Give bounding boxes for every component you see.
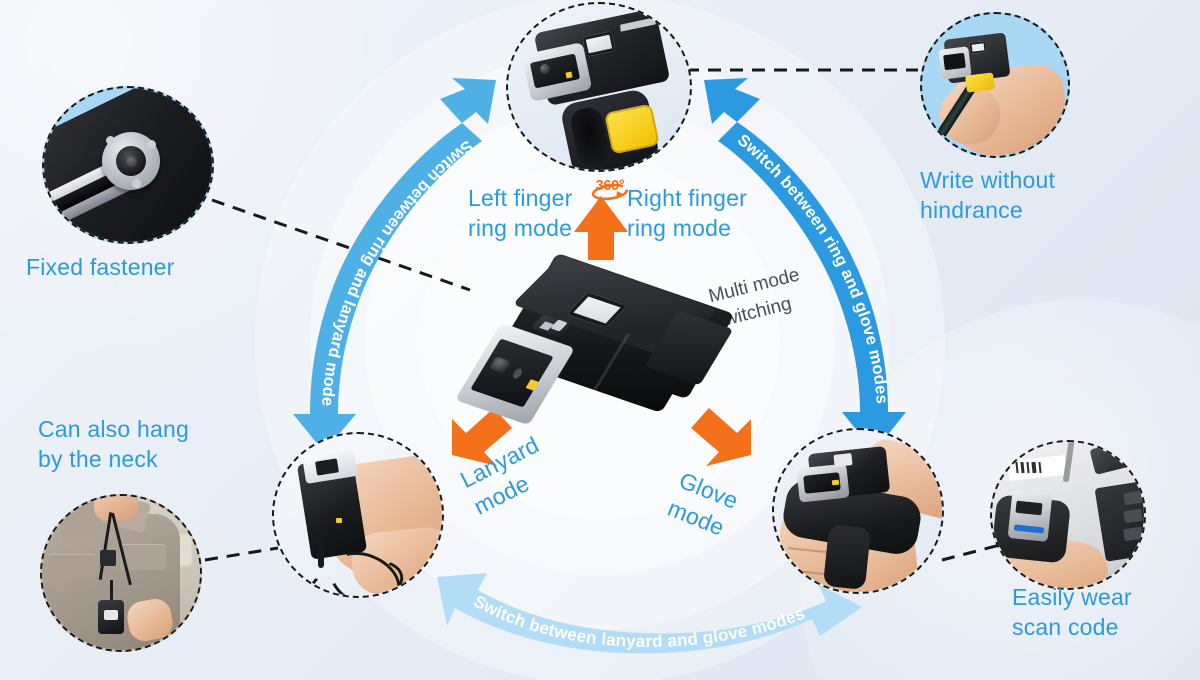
caption-easily-wear-scan-code: Easily wear scan code	[1012, 584, 1132, 641]
svg-text:Switch between ring and glove: Switch between ring and glove modes	[734, 131, 891, 405]
svg-text:Switch between lanyard and glo: Switch between lanyard and glove modes	[470, 592, 807, 651]
photo-fastener-closeup	[44, 88, 212, 242]
arc-label-lanyard-glove: Switch between lanyard and glove modes	[470, 592, 807, 651]
photo-wrist-worn-scanner-at-desk	[992, 442, 1144, 588]
caption-hang-by-neck: Can also hang by the neck	[38, 416, 189, 473]
node-glove-mount[interactable]	[772, 428, 944, 594]
arc-label-ring-glove: Switch between ring and glove modes	[734, 131, 891, 405]
photo-hand-with-pen-and-ring-scanner	[922, 14, 1068, 156]
rotation-360-text: 360°	[596, 178, 625, 194]
label-right-finger-ring-mode: Right finger ring mode	[627, 185, 748, 242]
node-hang-by-neck[interactable]	[40, 494, 202, 652]
arc-arrow-ring-glove: Switch between ring and glove modes	[704, 78, 906, 452]
photo-ring-scanner-product	[508, 4, 690, 170]
caption-write-without-hindrance: Write without hindrance	[920, 167, 1056, 224]
photo-hand-wearing-glove-mounted-scanner	[774, 430, 942, 592]
connector-neck-to-lanyard	[204, 546, 279, 562]
rotation-arrow-icon: 360°	[591, 178, 629, 201]
node-write-without-hindrance[interactable]	[920, 12, 1070, 158]
rotation-360-badge: 360°	[586, 173, 634, 208]
node-easily-wear-scan-code[interactable]	[990, 440, 1146, 590]
photo-hand-holding-scanner-with-wrist-lanyard	[274, 434, 442, 596]
node-fixed-fastener[interactable]	[42, 86, 214, 244]
center-product-scanner[interactable]	[454, 252, 735, 448]
caption-fixed-fastener: Fixed fastener	[26, 254, 175, 280]
label-left-finger-ring-mode: Left finger ring mode	[468, 185, 573, 242]
node-ring-scanner[interactable]	[506, 2, 692, 172]
connector-fastener-to-center	[211, 198, 471, 292]
photo-person-wearing-neck-lanyard-scanner	[42, 496, 200, 650]
node-lanyard-in-hand[interactable]	[272, 432, 444, 598]
label-glove-mode: Glove mode	[664, 466, 742, 541]
